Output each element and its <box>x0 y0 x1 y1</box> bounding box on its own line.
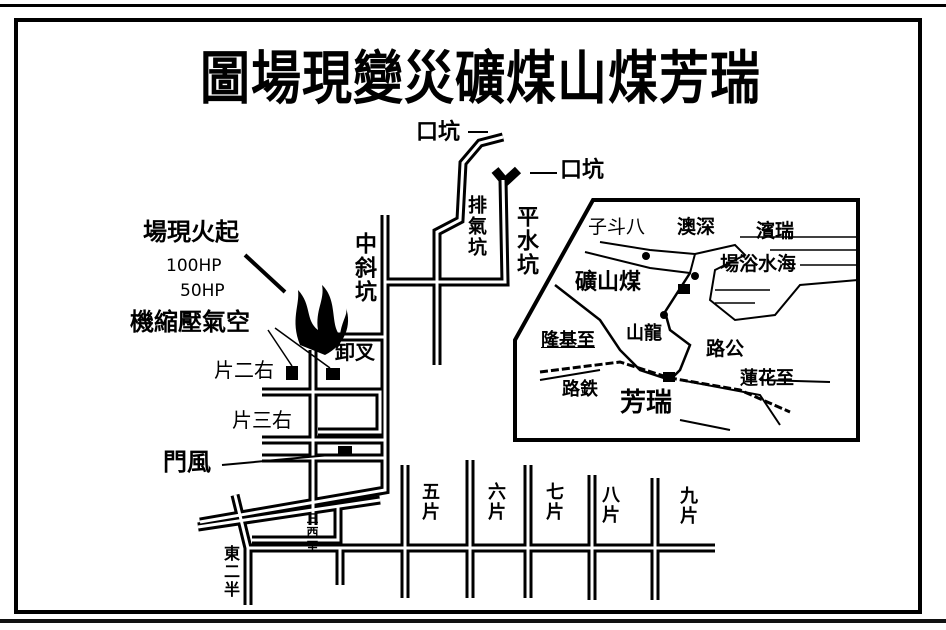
inset-badouzi-label: 子斗八 <box>588 216 646 238</box>
inset-highway-label: 路公 <box>706 338 745 360</box>
section-8-label: 八片 <box>599 485 620 525</box>
inset-beach-label: 場浴水海 <box>720 253 797 275</box>
fire-origin-label: 場現火起 <box>143 218 239 246</box>
fire-icon <box>295 285 349 355</box>
ruifang-station-icon <box>663 372 675 382</box>
exhaust-shaft-label: 排氣坑 <box>465 195 487 258</box>
inset-longshan-label: 山龍 <box>626 323 662 344</box>
hp100-label: 100HP <box>166 256 222 276</box>
section-9-label: 九片 <box>677 486 698 526</box>
pointer-lines <box>221 131 557 466</box>
air-door-icon <box>338 446 352 456</box>
inset-to-keelung-label: 隆基至 <box>541 330 595 351</box>
mine-marker-icon <box>678 284 690 294</box>
inset-mine-label: 礦山煤 <box>575 270 642 295</box>
level-shaft-label: 平水坑 <box>513 205 538 277</box>
inset-to-hualien-label: 蓮花至 <box>740 368 794 389</box>
compressor-50hp-icon <box>326 368 340 380</box>
machine-icons <box>286 366 352 456</box>
inset-railway-label: 路鉄 <box>562 379 598 400</box>
pit-mouth-top-label: 口坑 <box>416 120 461 145</box>
third-west-label: 三西至 <box>305 512 319 554</box>
tunnel-roads <box>197 132 715 605</box>
top-rule <box>0 4 946 7</box>
unloading-fork-label: 卸叉 <box>335 340 375 364</box>
middle-incline-label: 中斜坑 <box>351 232 376 304</box>
diagram-frame <box>14 18 922 614</box>
inset-shenao-label: 澳深 <box>677 216 716 238</box>
right-second-section-label: 片二右 <box>214 358 274 382</box>
inset-ruibin-label: 濱瑞 <box>756 220 795 242</box>
air-door-label: 門風 <box>163 448 211 476</box>
compressor-100hp-icon <box>286 366 298 380</box>
east-half-label: 東二半 <box>221 545 240 599</box>
hp50-label: 50HP <box>180 281 225 301</box>
pit-mouth-right-label: 口坑 <box>560 158 605 183</box>
right-third-section-label: 片三右 <box>232 408 292 432</box>
section-6-label: 六片 <box>485 482 506 522</box>
inset-markers <box>642 252 699 382</box>
section-5-label: 五片 <box>419 482 440 522</box>
section-7-label: 七片 <box>543 482 564 522</box>
diagram-title: 圖場現變災礦煤山煤芳瑞 <box>200 44 761 112</box>
bottom-rule <box>0 619 946 623</box>
inset-ruifang-label: 芳瑞 <box>620 388 673 418</box>
air-compressor-label: 機縮壓氣空 <box>130 308 250 336</box>
